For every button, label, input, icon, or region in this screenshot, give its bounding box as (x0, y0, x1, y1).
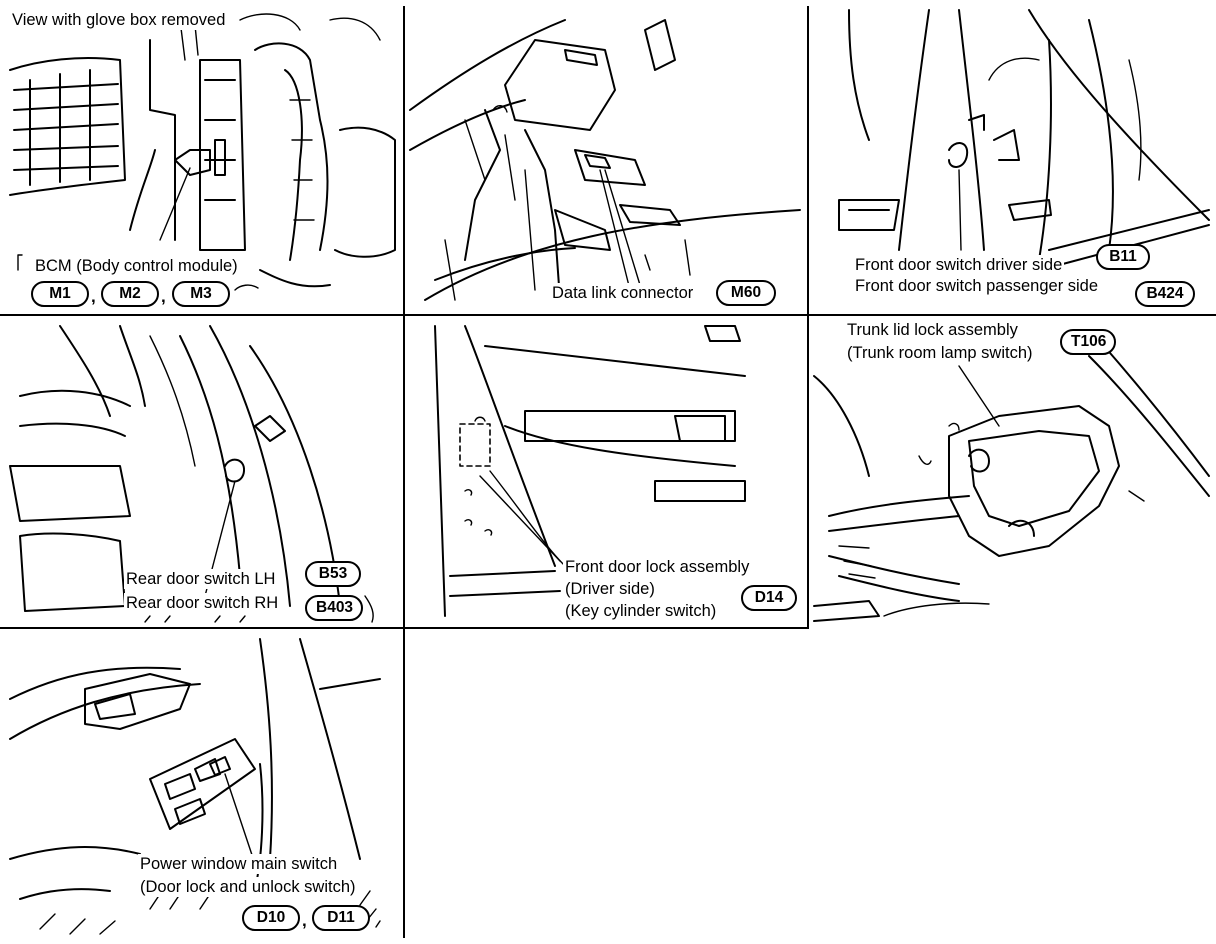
connector-badge-m2: M2 (101, 281, 159, 307)
front-door-switch-illustration (838, 9, 1210, 266)
connector-badge-b53: B53 (305, 561, 361, 587)
bcm-label: BCM (Body control module) (33, 256, 240, 276)
rear-door-switch-illustration (9, 325, 374, 623)
panel-trunk-lid-lock: Trunk lid lock assembly (Trunk room lamp… (809, 316, 1216, 627)
panel-front-door-lock: Front door lock assembly (Driver side) (… (405, 316, 807, 627)
connector-badge-b424: B424 (1135, 281, 1195, 307)
power-window-label-line1: Power window main switch (138, 854, 340, 874)
power-window-label-line2: (Door lock and unlock switch) (138, 877, 358, 897)
grid-line-horizontal-2 (0, 627, 809, 629)
connector-badge-d14: D14 (741, 585, 797, 611)
connector-badge-d10: D10 (242, 905, 300, 931)
connector-badge-m3: M3 (172, 281, 230, 307)
front-door-switch-passenger-label: Front door switch passenger side (853, 276, 1101, 296)
rear-door-switch-rh-label: Rear door switch RH (124, 593, 281, 613)
connector-badge-b403: B403 (305, 595, 363, 621)
front-door-switch-driver-label: Front door switch driver side (853, 255, 1065, 275)
trunk-lid-label-line2: (Trunk room lamp switch) (845, 343, 1035, 363)
grid-line-vertical-2 (807, 6, 809, 628)
trunk-lid-lock-illustration (813, 345, 1210, 622)
front-door-lock-label-line1: Front door lock assembly (563, 557, 752, 577)
dlc-illustration (409, 19, 801, 301)
front-door-lock-illustration (434, 325, 746, 617)
grid-line-horizontal-1 (0, 314, 1216, 316)
panel-bcm: View with glove box removed BCM (Body co… (0, 0, 403, 314)
panel-front-door-switch: Front door switch driver side B11 Front … (809, 0, 1216, 314)
connector-separator: , (302, 911, 307, 930)
connector-badge-t106: T106 (1060, 329, 1116, 355)
connector-badge-b11: B11 (1096, 244, 1150, 270)
rear-door-switch-lh-label: Rear door switch LH (124, 569, 278, 589)
front-door-lock-label-line2: (Driver side) (563, 579, 657, 599)
panel-power-window-switch: Power window main switch (Door lock and … (0, 629, 403, 944)
connector-separator: , (161, 287, 166, 306)
panel-rear-door-switch: Rear door switch LH B53 Rear door switch… (0, 316, 403, 627)
trunk-lid-label-line1: Trunk lid lock assembly (845, 320, 1020, 340)
bcm-illustration (9, 13, 396, 291)
connector-badge-m60: M60 (716, 280, 776, 306)
connector-badge-d11: D11 (312, 905, 370, 931)
dlc-label: Data link connector (550, 283, 696, 303)
panel-data-link-connector: Data link connector M60 (405, 0, 807, 314)
bcm-view-title: View with glove box removed (10, 10, 228, 30)
grid-line-vertical-1 (403, 6, 405, 938)
connector-separator: , (91, 287, 96, 306)
connector-badge-m1: M1 (31, 281, 89, 307)
front-door-lock-label-line3: (Key cylinder switch) (563, 601, 719, 621)
